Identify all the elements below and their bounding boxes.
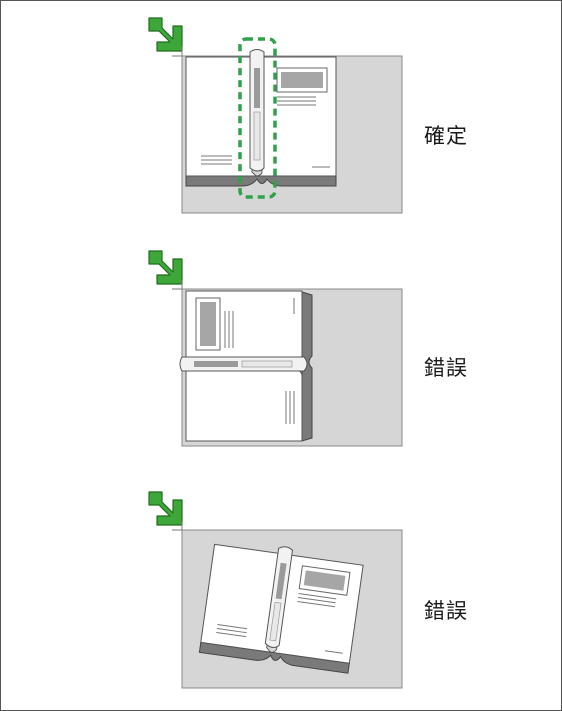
result-label-incorrect-1: 錯誤: [424, 356, 468, 380]
example-incorrect-skewed: [148, 491, 403, 689]
book-left-page: [185, 56, 258, 177]
result-label-correct: 確定: [424, 124, 468, 148]
example-incorrect-rotated: [148, 250, 403, 447]
spine-highlight: [238, 37, 277, 199]
example-correct: [148, 17, 403, 214]
book-bottom-page: [185, 369, 303, 442]
result-label-incorrect-2: 錯誤: [424, 599, 468, 623]
